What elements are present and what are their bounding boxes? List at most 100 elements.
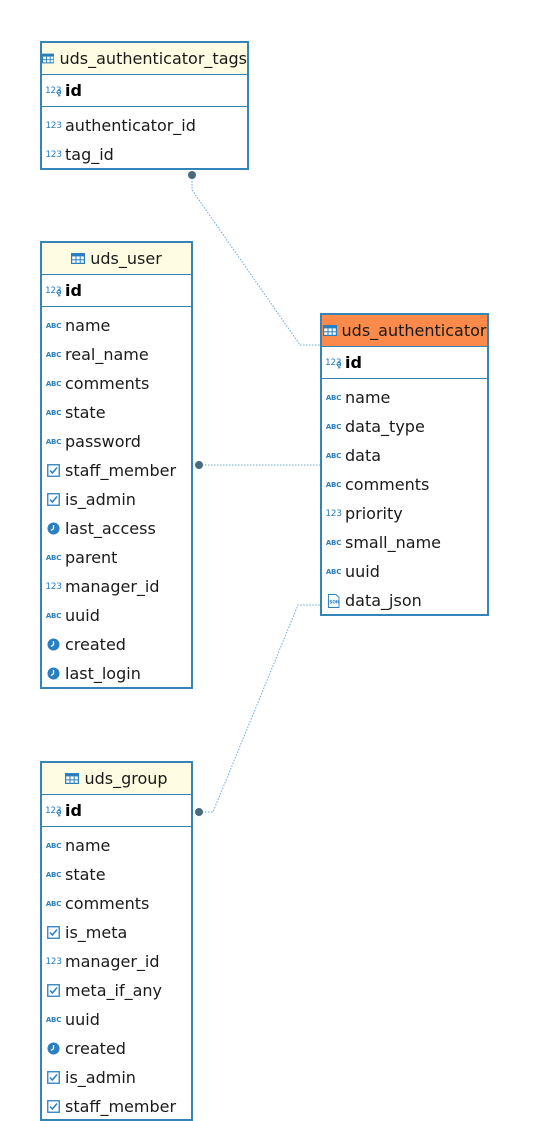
column-row[interactable]: last_login <box>42 659 191 688</box>
clock-icon <box>45 522 62 536</box>
column-name: meta_if_any <box>65 981 162 1000</box>
fk-dot-group <box>195 808 203 816</box>
string-type-icon: ABC <box>325 422 342 431</box>
column-name: is_meta <box>65 923 128 942</box>
checkbox-icon <box>45 493 62 507</box>
column-name: data_type <box>345 417 425 436</box>
numeric-type-icon: 123 <box>45 956 62 967</box>
column-row[interactable]: created <box>42 630 191 659</box>
string-type-icon: ABC <box>45 899 62 908</box>
column-row[interactable]: last_access <box>42 514 191 543</box>
clock-icon <box>45 1042 62 1056</box>
column-name: state <box>65 403 106 422</box>
column-name: is_admin <box>65 490 136 509</box>
column-row[interactable]: is_meta <box>42 918 191 947</box>
checkbox-icon <box>45 464 62 478</box>
table-header[interactable]: uds_authenticator <box>322 315 487 347</box>
table-icon <box>65 773 80 784</box>
column-name: state <box>65 865 106 884</box>
string-type-icon: ABC <box>45 1015 62 1024</box>
primary-key-numeric-icon: 123 <box>45 804 62 818</box>
column-name: small_name <box>345 533 441 552</box>
string-type-icon: ABC <box>45 321 62 330</box>
column-row[interactable]: meta_if_any <box>42 976 191 1005</box>
primary-key-numeric-icon: 123 <box>325 356 342 370</box>
column-name: name <box>65 316 111 335</box>
column-name: id <box>65 81 82 100</box>
string-type-icon: ABC <box>45 553 62 562</box>
column-name: authenticator_id <box>65 116 196 135</box>
column-name: name <box>65 836 111 855</box>
column-name: last_login <box>65 664 141 683</box>
string-type-icon: ABC <box>325 393 342 402</box>
table-header[interactable]: uds_user <box>42 243 191 275</box>
fk-dot-user <box>195 461 203 469</box>
column-name: data_json <box>345 591 422 610</box>
column-name: created <box>65 635 126 654</box>
string-type-icon: ABC <box>45 379 62 388</box>
column-row[interactable]: staff_member <box>42 456 191 485</box>
column-name: comments <box>65 374 150 393</box>
column-name: uuid <box>345 562 380 581</box>
key-icon <box>56 89 62 97</box>
table-name: uds_user <box>90 249 162 268</box>
column-row[interactable]: staff_member <box>42 1092 191 1121</box>
fk-dot-authenticator-tags <box>188 171 196 179</box>
fk-line-authenticator-tags-to-authenticator[interactable] <box>191 175 322 346</box>
column-name: priority <box>345 504 403 523</box>
checkbox-icon <box>45 984 62 998</box>
column-name: real_name <box>65 345 149 364</box>
table-name: uds_authenticator <box>341 321 487 340</box>
column-row[interactable]: is_admin <box>42 1063 191 1092</box>
string-type-icon: ABC <box>325 451 342 460</box>
checkbox-icon <box>45 926 62 940</box>
clock-icon <box>45 667 62 681</box>
table-header[interactable]: uds_authenticator_tags <box>42 43 247 75</box>
column-row[interactable]: is_admin <box>42 485 191 514</box>
column-row[interactable]: created <box>42 1034 191 1063</box>
fk-line-group-to-authenticator[interactable] <box>199 604 322 813</box>
numeric-type-icon: 123 <box>45 581 62 592</box>
table-header[interactable]: uds_group <box>42 763 191 795</box>
key-icon <box>56 809 62 817</box>
string-type-icon: ABC <box>45 841 62 850</box>
column-name: parent <box>65 548 118 567</box>
column-name: uuid <box>65 606 100 625</box>
table-icon <box>322 325 337 336</box>
primary-key-numeric-icon: 123 <box>45 84 62 98</box>
table-name: uds_authenticator_tags <box>59 49 247 68</box>
